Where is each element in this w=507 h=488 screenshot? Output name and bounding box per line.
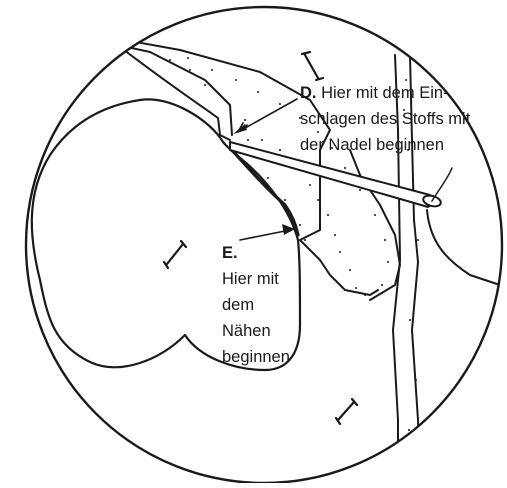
annotation-e: E. Hier mit dem Nähen beginnen: [222, 240, 290, 370]
annotation-d: D. Hier mit dem Ein- schlagen des Stoffs…: [300, 80, 470, 158]
annotation-e-line4: beginnen: [222, 344, 290, 370]
annotation-d-letter: D.: [300, 84, 317, 102]
annotation-e-line2: dem: [222, 292, 290, 318]
annotation-e-letter: E.: [222, 240, 290, 266]
annotation-e-line3: Nähen: [222, 318, 290, 344]
pin-icon: [302, 52, 323, 80]
annotation-e-line1: Hier mit: [222, 266, 290, 292]
annotation-d-line1: Hier mit dem Ein-: [321, 84, 448, 102]
annotation-d-line3: der Nadel beginnen: [300, 132, 470, 158]
annotation-d-line2: schlagen des Stoffs mit: [300, 106, 470, 132]
fabric-curve-right: [427, 210, 500, 285]
pin-icon: [336, 399, 357, 424]
